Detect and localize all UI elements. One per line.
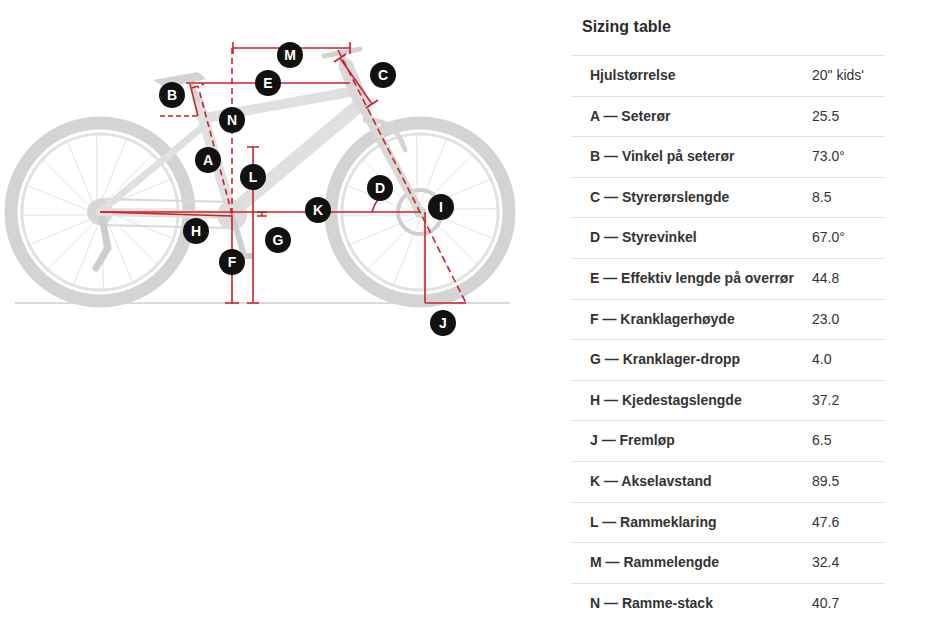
callout-letter: K: [313, 202, 323, 218]
table-title: Sizing table: [582, 18, 671, 36]
table-row-value: 6.5: [812, 431, 831, 449]
table-rule: [571, 420, 885, 421]
callout-circle: I: [428, 194, 454, 220]
down-tube: [232, 108, 356, 212]
callout-circle: J: [430, 310, 456, 336]
callout-circle: F: [219, 249, 245, 275]
table-rules: [571, 56, 885, 584]
callout-circle: D: [367, 175, 393, 201]
spoke: [23, 215, 93, 216]
callout-letter: J: [439, 315, 447, 331]
table-rule: [571, 339, 885, 340]
table-row-name: K — Akselavstand: [590, 472, 712, 490]
spoke: [350, 218, 414, 245]
table-rule: [571, 177, 885, 178]
table-row-name: D — Styrevinkel: [590, 228, 697, 246]
table-rule: [571, 96, 885, 97]
callout-circle: B: [159, 82, 185, 108]
table-row-value: 23.0: [812, 310, 839, 328]
table-row-value: 89.5: [812, 472, 839, 490]
dim-l: [247, 147, 259, 303]
derailleur: [96, 218, 108, 268]
dim-b-axis: [190, 84, 198, 116]
callout-circle: L: [240, 164, 266, 190]
table-row-name: A — Seterør: [590, 107, 670, 125]
callout-letter: G: [273, 232, 284, 248]
table-rule: [571, 258, 885, 259]
table-row-value: 37.2: [812, 391, 839, 409]
table-row-value: 32.4: [812, 553, 839, 571]
callout-letter: D: [375, 180, 385, 196]
chain: [100, 199, 232, 228]
dimension-lines: [100, 42, 466, 303]
callout-circle: N: [219, 107, 245, 133]
table-rule: [571, 542, 885, 543]
table-row-value: 8.5: [812, 188, 831, 206]
spoke: [423, 219, 424, 289]
callout-circle: E: [255, 70, 281, 96]
spoke: [343, 215, 413, 216]
fork: [360, 102, 420, 212]
table-row-name: M — Rammelengde: [590, 553, 719, 571]
callout-letter: I: [439, 199, 443, 215]
callout-letter: E: [263, 75, 272, 91]
table-row-name: Hjulstørrelse: [590, 66, 676, 84]
callout-circle: H: [183, 218, 209, 244]
table-row-name: G — Kranklager-dropp: [590, 350, 740, 368]
table-row-name: N — Ramme-stack: [590, 594, 713, 612]
table-rule: [571, 55, 885, 56]
callout-letter: L: [249, 169, 258, 185]
fender: [365, 120, 405, 150]
callout-letter: C: [378, 67, 388, 83]
table-row-value: 67.0°: [812, 228, 845, 246]
callout-letter: M: [284, 47, 296, 63]
table-rule: [571, 380, 885, 381]
callout-letter: N: [227, 112, 237, 128]
callout-circle: A: [195, 147, 221, 173]
table-row-value: 40.7: [812, 594, 839, 612]
spoke: [30, 218, 94, 245]
dim-d: [338, 50, 466, 303]
table-row-name: J — Fremløp: [590, 431, 675, 449]
table-row-name: F — Kranklagerhøyde: [590, 310, 735, 328]
callout-letter: A: [203, 152, 213, 168]
callout-letter: F: [228, 254, 237, 270]
table-row-value: 25.5: [812, 107, 839, 125]
table-rule: [571, 461, 885, 462]
table-row-name: B — Vinkel på seterør: [590, 147, 734, 165]
table-row-name: C — Styrerørslengde: [590, 188, 729, 206]
dim-a: [192, 84, 232, 214]
table-row-value: 73.0°: [812, 147, 845, 165]
callout-letter: H: [191, 223, 201, 239]
spoke: [96, 135, 97, 205]
frame: [100, 49, 420, 215]
callout-circle: M: [277, 42, 303, 68]
dim-h: [100, 212, 232, 216]
table-row-value: 44.8: [812, 269, 839, 287]
table-rule: [571, 217, 885, 218]
dim-j: [425, 212, 466, 303]
table-row-name: L — Rammeklaring: [590, 513, 717, 531]
table-rule: [571, 299, 885, 300]
table-rule: [571, 502, 885, 503]
callout-circle: K: [305, 197, 331, 223]
table-row-name: H — Kjedestagslengde: [590, 391, 742, 409]
dim-g: [257, 212, 267, 216]
table-row-value: 20" kids': [812, 66, 864, 84]
dim-b: [160, 115, 198, 117]
spoke: [416, 135, 417, 205]
table-row-value: 4.0: [812, 350, 831, 368]
callout-letter: B: [167, 87, 177, 103]
callout-circle: G: [265, 227, 291, 253]
table-rule: [571, 583, 885, 584]
seatstay: [100, 125, 205, 212]
callout-circle: C: [370, 62, 396, 88]
table-row-value: 47.6: [812, 513, 839, 531]
table-rule: [571, 136, 885, 137]
table-row-name: E — Effektiv lengde på overrør: [590, 269, 794, 287]
spoke: [68, 142, 95, 206]
